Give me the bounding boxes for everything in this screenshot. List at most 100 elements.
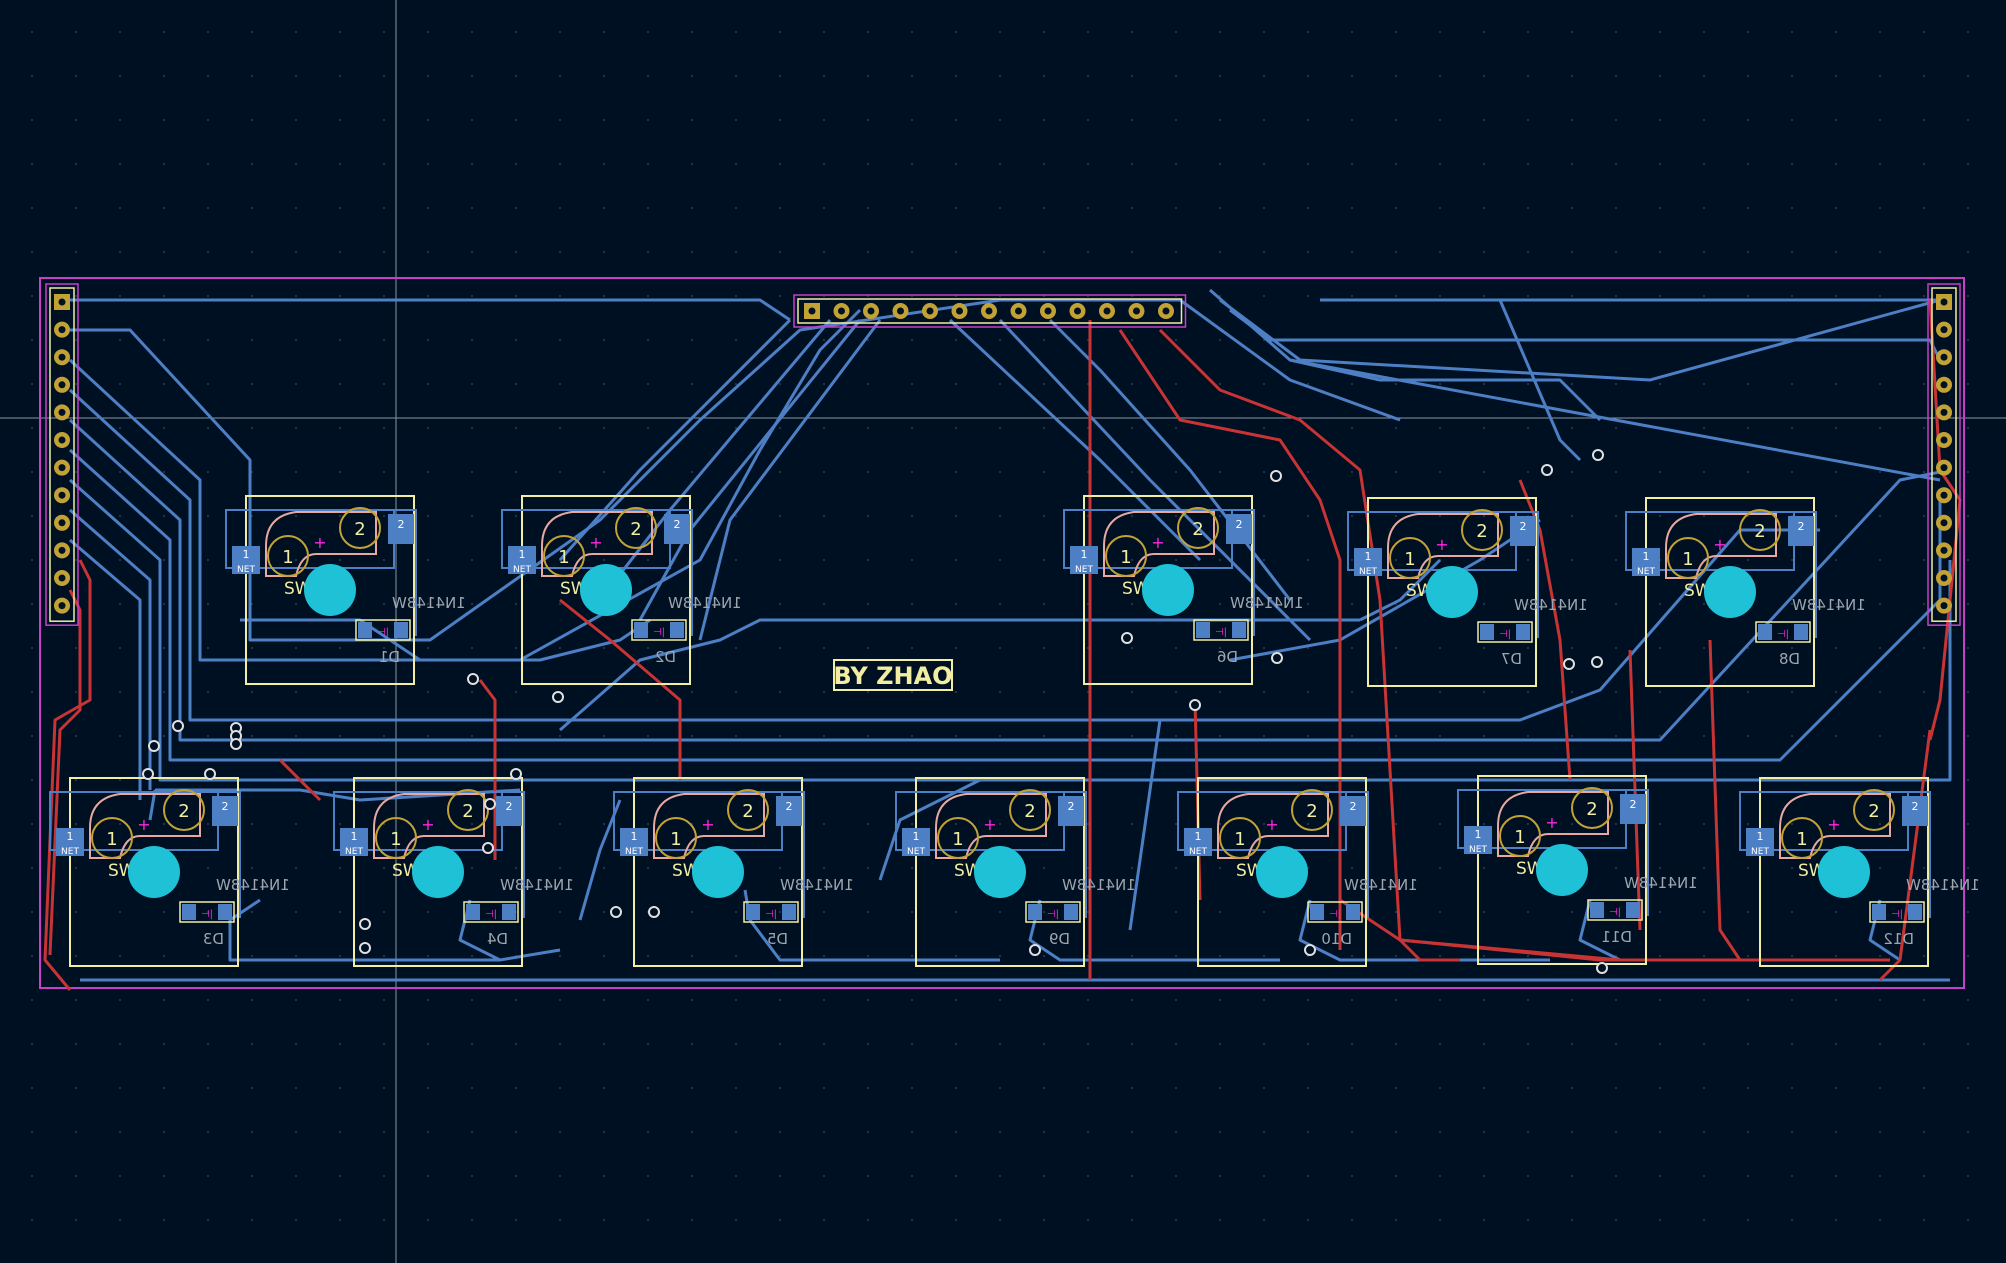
switch-footprint-sw12[interactable]: 12+1NET2SW121N4148W⊣|D12 [1739,777,1980,967]
via[interactable] [230,738,242,750]
via[interactable] [1591,656,1603,668]
pad-1[interactable] [1746,828,1774,856]
diode-pad-k[interactable] [1908,904,1922,920]
switch-footprint-sw11[interactable]: 12+1NET2SW111N4148W⊣|D11 [1457,775,1698,965]
pad-1[interactable] [340,828,368,856]
diode-pad-k[interactable] [1346,904,1360,920]
pad-1[interactable] [232,546,260,574]
pad-1[interactable] [1632,548,1660,576]
pad-1[interactable] [1464,826,1492,854]
pad-2[interactable] [212,796,238,826]
diode-pad-a[interactable] [1872,904,1886,920]
via[interactable] [1592,449,1604,461]
via[interactable] [1029,944,1041,956]
pad-1[interactable] [620,828,648,856]
pad-2[interactable] [1058,796,1084,826]
footprints[interactable]: 12+1NET2SW11N4148W⊣|D112+1NET2SW21N4148W… [49,495,1980,967]
diode-pad-a[interactable] [1758,624,1772,640]
pad-2[interactable] [664,514,690,544]
pad-1[interactable] [1184,828,1212,856]
diode-pad-k[interactable] [1064,904,1078,920]
diode-pad-k[interactable] [1794,624,1808,640]
pad-2[interactable] [1340,796,1366,826]
pad-1[interactable] [56,828,84,856]
via[interactable] [1563,658,1575,670]
via[interactable] [610,906,622,918]
diode-pad-a[interactable] [182,904,196,920]
diode-pad-k[interactable] [1232,622,1246,638]
diode-pad-a[interactable] [1480,624,1494,640]
via[interactable] [482,842,494,854]
pad-2[interactable] [1620,794,1646,824]
pad-2[interactable] [1226,514,1252,544]
via[interactable] [172,720,184,732]
pad-2[interactable] [496,796,522,826]
diode-pad-k[interactable] [502,904,516,920]
diode-pad-k[interactable] [1516,624,1530,640]
via[interactable] [1189,699,1201,711]
via[interactable] [510,768,522,780]
via[interactable] [142,768,154,780]
pad-1[interactable] [1070,546,1098,574]
diode-pad-k[interactable] [218,904,232,920]
vias[interactable] [142,449,1608,974]
left-connector-header[interactable] [45,283,79,626]
via[interactable] [648,906,660,918]
diode-pad-k[interactable] [670,622,684,638]
pin2-ring [1009,789,1051,831]
diode-pad-a[interactable] [1028,904,1042,920]
via[interactable] [1270,470,1282,482]
diode-pad-a[interactable] [1590,902,1604,918]
via[interactable] [467,673,479,685]
via[interactable] [148,740,160,752]
pad-2[interactable] [1902,796,1928,826]
diode-pad-k[interactable] [782,904,796,920]
diode-reference-label: D2 [655,648,676,666]
via[interactable] [1304,944,1316,956]
pad-2[interactable] [1510,516,1536,546]
pad-1[interactable] [508,546,536,574]
diode-pad-a[interactable] [746,904,760,920]
via[interactable] [552,691,564,703]
via[interactable] [1596,962,1608,974]
pad-1[interactable] [902,828,930,856]
header-drill [1940,464,1948,472]
front-trace [1518,479,1572,781]
switch-silkscreen-outline [353,777,523,967]
diode-pad-a[interactable] [1196,622,1210,638]
diode-pad-k[interactable] [394,622,408,638]
via[interactable] [204,768,216,780]
pad-2[interactable] [388,514,414,544]
diode-pad-a[interactable] [634,622,648,638]
switch-footprint-sw10[interactable]: 12+1NET2SW101N4148W⊣|D10 [1177,777,1418,967]
via[interactable] [1121,632,1133,644]
diode-pad-k[interactable] [1626,902,1640,918]
diode-pad-a[interactable] [358,622,372,638]
via[interactable] [359,942,371,954]
connector-headers[interactable] [45,283,1961,626]
via[interactable] [1271,652,1283,664]
pad-1[interactable] [1354,548,1382,576]
via[interactable] [359,918,371,930]
diode-pad-a[interactable] [466,904,480,920]
via[interactable] [484,798,496,810]
diode-pad-a[interactable] [1310,904,1324,920]
via[interactable] [1541,464,1553,476]
pad-2[interactable] [1788,516,1814,546]
right-connector-header[interactable] [1927,283,1961,626]
pad-2[interactable] [776,796,802,826]
front-trace [278,758,322,802]
top-connector-header[interactable] [793,294,1187,328]
board-label[interactable]: BY ZHAO [833,659,953,691]
